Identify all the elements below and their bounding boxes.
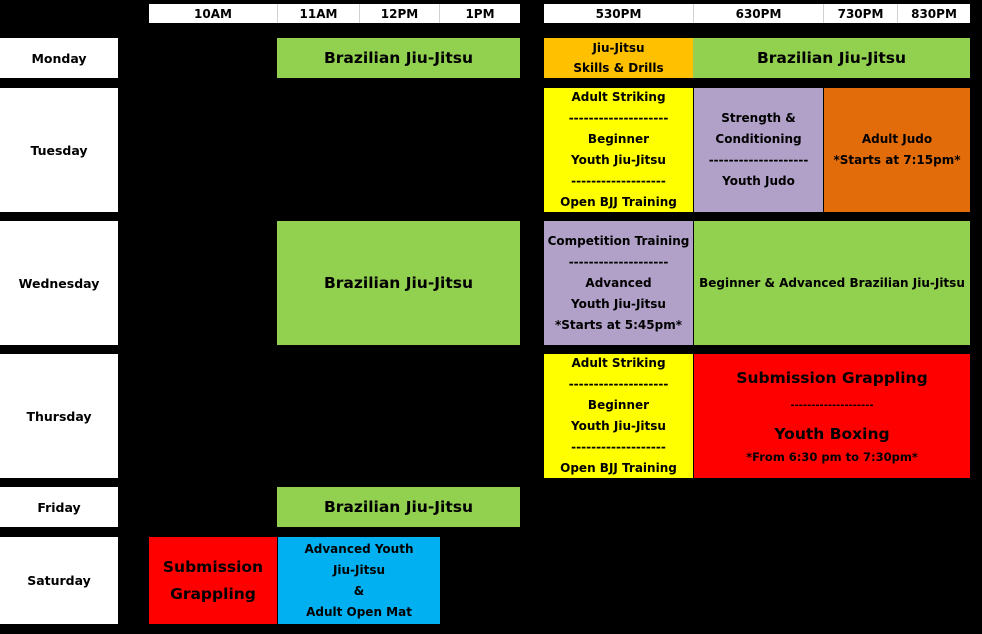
class-wednesday-bjj-morning: Brazilian Jiu-Jitsu: [277, 221, 520, 345]
divider: --------------------: [568, 254, 669, 269]
class-title: Beginner & Advanced Brazilian Jiu-Jitsu: [699, 275, 965, 290]
class-title: Youth Jiu-Jitsu: [571, 153, 666, 167]
class-title: Competition Training: [547, 233, 690, 248]
class-note: *Starts at 7:15pm*: [833, 153, 961, 167]
day-wednesday: Wednesday: [0, 221, 118, 345]
class-title: Youth Judo: [722, 174, 795, 188]
class-title: Open BJJ Training: [560, 461, 677, 475]
class-monday-bjj-morning: Brazilian Jiu-Jitsu: [277, 38, 520, 78]
divider: --------------------: [568, 377, 669, 391]
divider: --------------------: [790, 400, 874, 411]
class-title: Jiu-Jitsu: [592, 41, 645, 55]
class-saturday-submission-grappling: Submission Grappling: [149, 537, 277, 624]
class-title: Brazilian Jiu-Jitsu: [323, 497, 474, 516]
class-title: Submission Grappling: [736, 369, 928, 387]
divider: -------------------: [571, 440, 666, 454]
header-830pm: 830PM: [897, 4, 970, 23]
day-friday: Friday: [0, 487, 118, 527]
header-630pm: 630PM: [693, 4, 823, 23]
class-title: Conditioning: [715, 132, 802, 146]
day-saturday: Saturday: [0, 537, 118, 624]
class-thursday-530pm: Adult Striking -------------------- Begi…: [544, 354, 693, 478]
class-monday-skills-drills: Jiu-Jitsu Skills & Drills: [544, 38, 693, 78]
day-tuesday: Tuesday: [0, 88, 118, 212]
day-monday: Monday: [0, 38, 118, 78]
class-title: Advanced: [585, 275, 652, 290]
class-title: Jiu-Jitsu: [332, 562, 386, 577]
class-note: *From 6:30 pm to 7:30pm*: [746, 450, 918, 464]
class-tuesday-530pm: Adult Striking -------------------- Begi…: [544, 88, 693, 212]
header-11am: 11AM: [277, 4, 359, 23]
class-title: &: [353, 583, 365, 598]
divider: --------------------: [568, 111, 669, 125]
class-saturday-youth-open-mat: Advanced Youth Jiu-Jitsu & Adult Open Ma…: [277, 537, 440, 624]
class-title: Youth Jiu-Jitsu: [571, 296, 666, 311]
class-title: Brazilian Jiu-Jitsu: [323, 273, 474, 292]
class-thursday-630pm: Submission Grappling -------------------…: [693, 354, 970, 478]
day-thursday: Thursday: [0, 354, 118, 478]
header-12pm: 12PM: [359, 4, 439, 23]
divider: --------------------: [708, 153, 809, 167]
class-title: Brazilian Jiu-Jitsu: [756, 48, 907, 67]
class-title: Grappling: [170, 584, 256, 603]
class-monday-bjj-evening: Brazilian Jiu-Jitsu: [693, 38, 970, 78]
class-title: Brazilian Jiu-Jitsu: [323, 48, 474, 67]
class-title: Adult Open Mat: [306, 604, 412, 619]
class-tuesday-630pm: Strength & Conditioning ----------------…: [693, 88, 823, 212]
header-530pm: 530PM: [544, 4, 693, 23]
class-title: Beginner: [587, 132, 650, 146]
class-title: Strength &: [721, 111, 796, 125]
class-title: Youth Jiu-Jitsu: [571, 419, 666, 433]
class-subtitle: Skills & Drills: [573, 61, 664, 75]
class-title: Beginner: [587, 398, 650, 412]
divider: -------------------: [571, 174, 666, 188]
class-wednesday-bjj-evening: Beginner & Advanced Brazilian Jiu-Jitsu: [693, 221, 970, 345]
class-friday-bjj-morning: Brazilian Jiu-Jitsu: [277, 487, 520, 527]
class-title: Adult Striking: [571, 90, 666, 104]
class-wednesday-530pm: Competition Training -------------------…: [544, 221, 693, 345]
class-title: Adult Striking: [571, 356, 666, 370]
class-note: *Starts at 5:45pm*: [555, 317, 682, 332]
header-10am: 10AM: [149, 4, 277, 23]
class-tuesday-adult-judo: Adult Judo *Starts at 7:15pm*: [823, 88, 970, 212]
class-title: Open BJJ Training: [560, 195, 677, 209]
class-title: Youth Boxing: [774, 425, 890, 443]
class-title: Adult Judo: [861, 132, 933, 146]
header-1pm: 1PM: [439, 4, 520, 23]
class-title: Advanced Youth: [304, 541, 414, 556]
class-title: Submission: [162, 557, 264, 576]
header-730pm: 730PM: [823, 4, 897, 23]
